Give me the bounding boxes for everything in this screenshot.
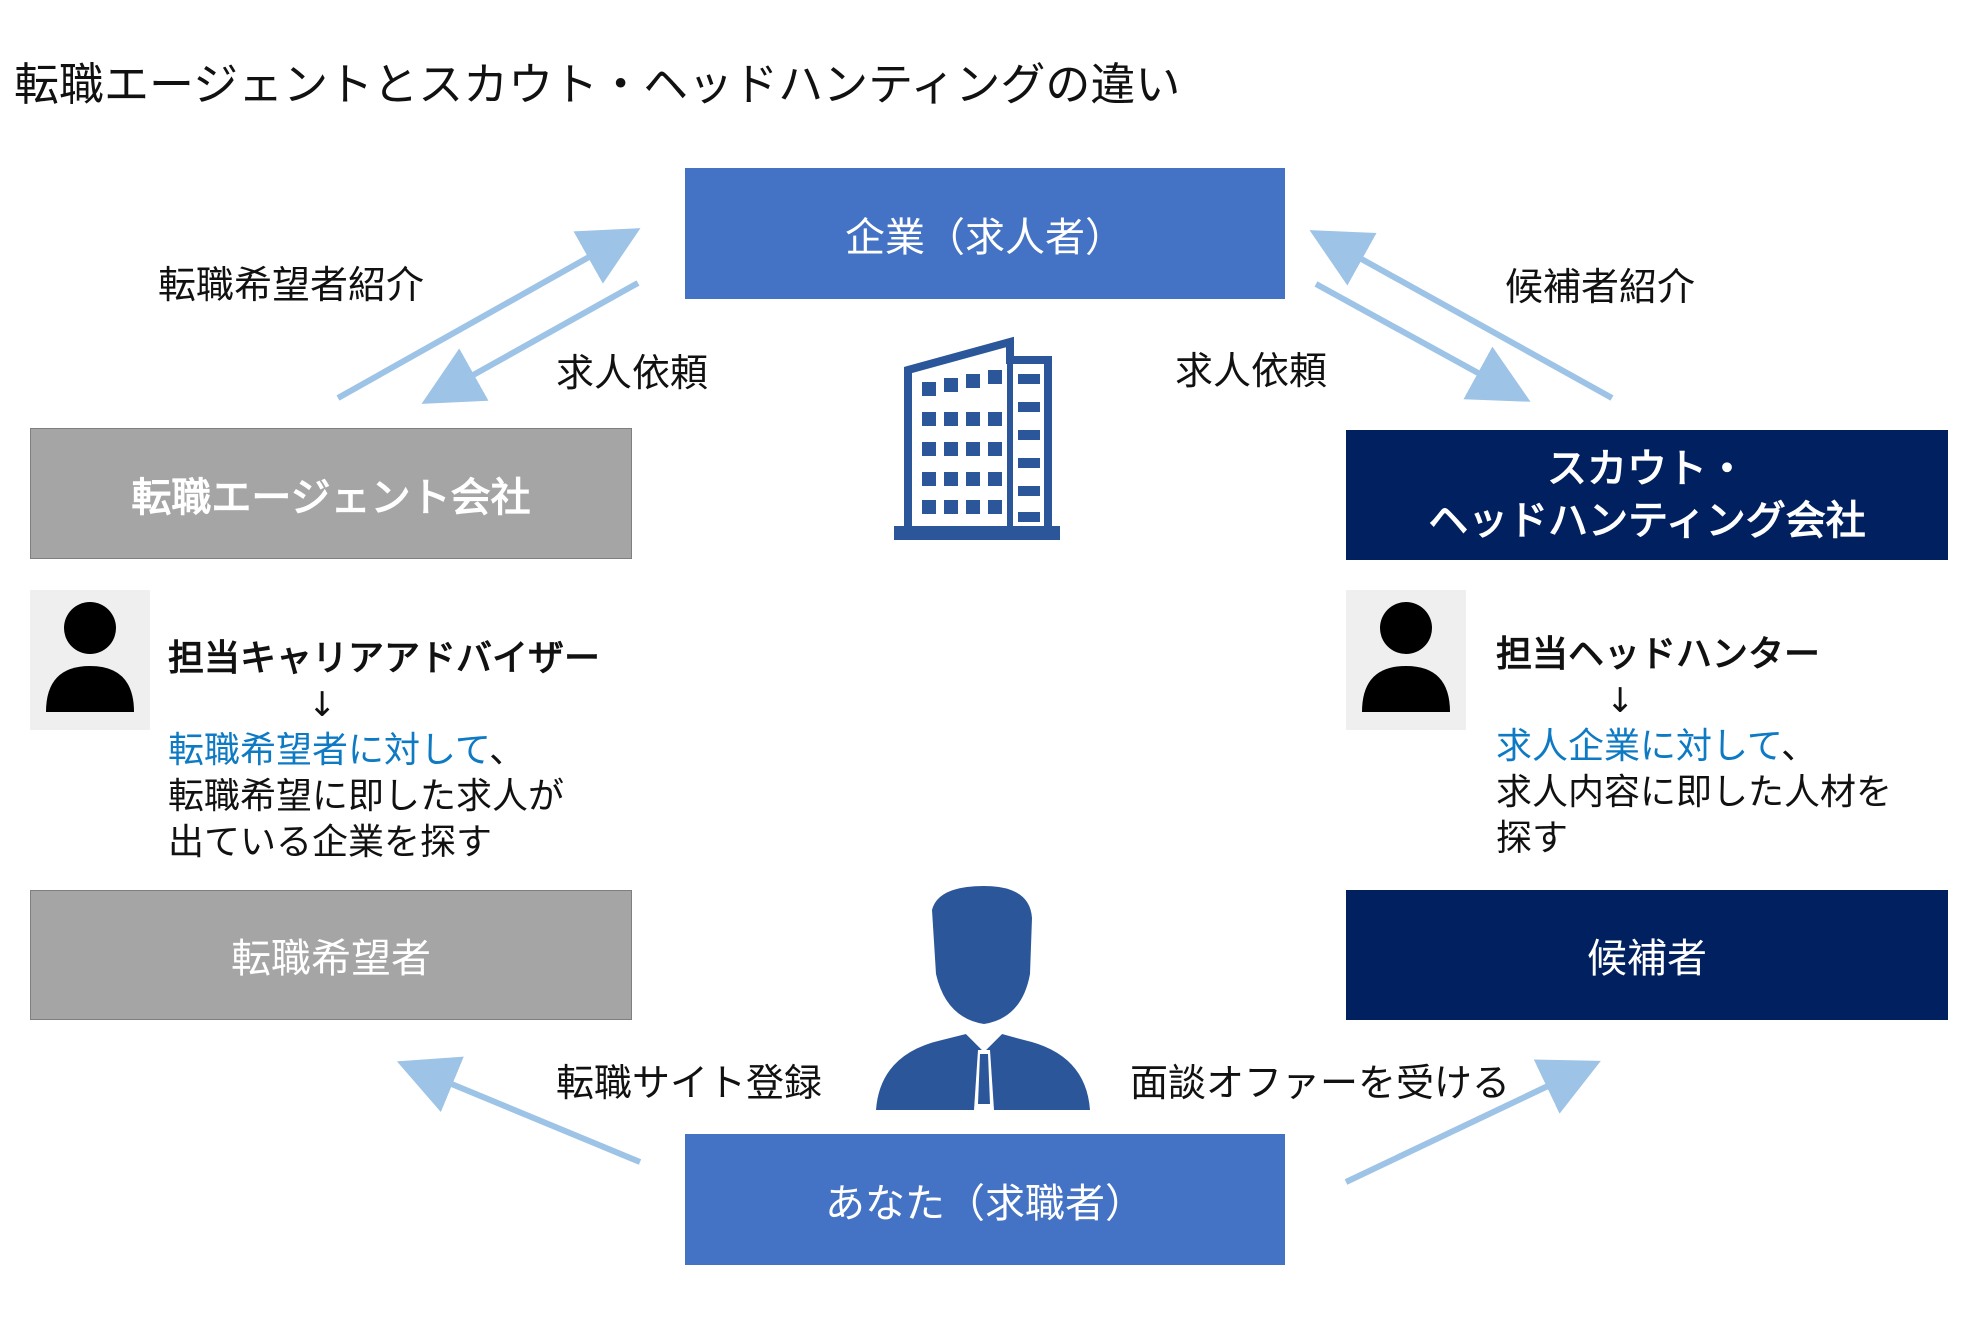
company-label: 企業（求人者） xyxy=(845,214,1125,261)
page-title: 転職エージェントとスカウト・ヘッドハンティングの違い xyxy=(14,58,1181,111)
person-icon xyxy=(46,602,134,712)
arrow-you-to-agent-site xyxy=(396,1056,642,1165)
businessman-icon xyxy=(876,886,1090,1110)
company-box: 企業（求人者） xyxy=(685,168,1285,299)
advisor-line3: 出ている企業を探す xyxy=(168,822,493,863)
advisor-comma: 、 xyxy=(489,730,526,771)
scout-company-label-line1: スカウト・ xyxy=(1547,446,1747,492)
headhunter-highlight: 求人企業に対して xyxy=(1496,726,1782,767)
candidate-label: 候補者 xyxy=(1587,936,1707,982)
arrow-company-to-agent xyxy=(421,280,640,404)
scout-company-box: スカウト・ ヘッドハンティング会社 xyxy=(1346,430,1948,560)
advisor-arrow: ↓ xyxy=(308,685,337,725)
headhunter-line1: 求人企業に対して、 xyxy=(1496,724,1892,770)
referral-right-label: 候補者紹介 xyxy=(1505,265,1696,309)
offer-receive-label: 面談オファーを受ける xyxy=(1130,1061,1511,1105)
you-box: あなた（求職者） xyxy=(685,1134,1285,1265)
advisor-line1: 転職希望者に対して、 xyxy=(168,728,600,774)
candidate-box: 候補者 xyxy=(1346,890,1948,1020)
arrow-agent-to-company xyxy=(336,228,641,401)
you-label: あなた（求職者） xyxy=(825,1180,1145,1227)
job-seeker-label: 転職希望者 xyxy=(231,936,431,982)
advisor-description: 担当キャリアアドバイザー ↓ 転職希望者に対して、 転職希望に即した求人が 出て… xyxy=(168,636,600,866)
scout-company-label-line2: ヘッドハンティング会社 xyxy=(1428,498,1866,544)
request-left-label: 求人依頼 xyxy=(556,351,709,395)
headhunter-line3: 探す xyxy=(1496,818,1569,859)
arrow-company-to-scout xyxy=(1314,281,1531,402)
site-register-label: 転職サイト登録 xyxy=(556,1061,823,1105)
headhunter-avatar xyxy=(1346,590,1466,730)
arrow-you-to-scout-offer xyxy=(1344,1059,1601,1185)
building-icon xyxy=(894,336,1060,540)
arrow-scout-to-company xyxy=(1309,230,1614,401)
person-icon xyxy=(1362,602,1450,712)
advisor-role: 担当キャリアアドバイザー xyxy=(168,638,601,679)
job-seeker-box: 転職希望者 xyxy=(30,890,632,1020)
headhunter-comma: 、 xyxy=(1781,726,1818,767)
referral-left-label: 転職希望者紹介 xyxy=(158,263,425,307)
headhunter-role: 担当ヘッドハンター xyxy=(1496,634,1821,675)
advisor-line2: 転職希望に即した求人が xyxy=(168,776,565,817)
headhunter-arrow: ↓ xyxy=(1606,681,1635,721)
headhunter-line2: 求人内容に即した人材を xyxy=(1496,772,1893,813)
request-right-label: 求人依頼 xyxy=(1175,349,1328,393)
agent-company-box: 転職エージェント会社 xyxy=(30,428,632,559)
advisor-highlight: 転職希望者に対して xyxy=(168,730,490,771)
advisor-avatar xyxy=(30,590,150,730)
headhunter-description: 担当ヘッドハンター ↓ 求人企業に対して、 求人内容に即した人材を 探す xyxy=(1496,632,1892,862)
agent-company-label: 転職エージェント会社 xyxy=(131,474,531,521)
